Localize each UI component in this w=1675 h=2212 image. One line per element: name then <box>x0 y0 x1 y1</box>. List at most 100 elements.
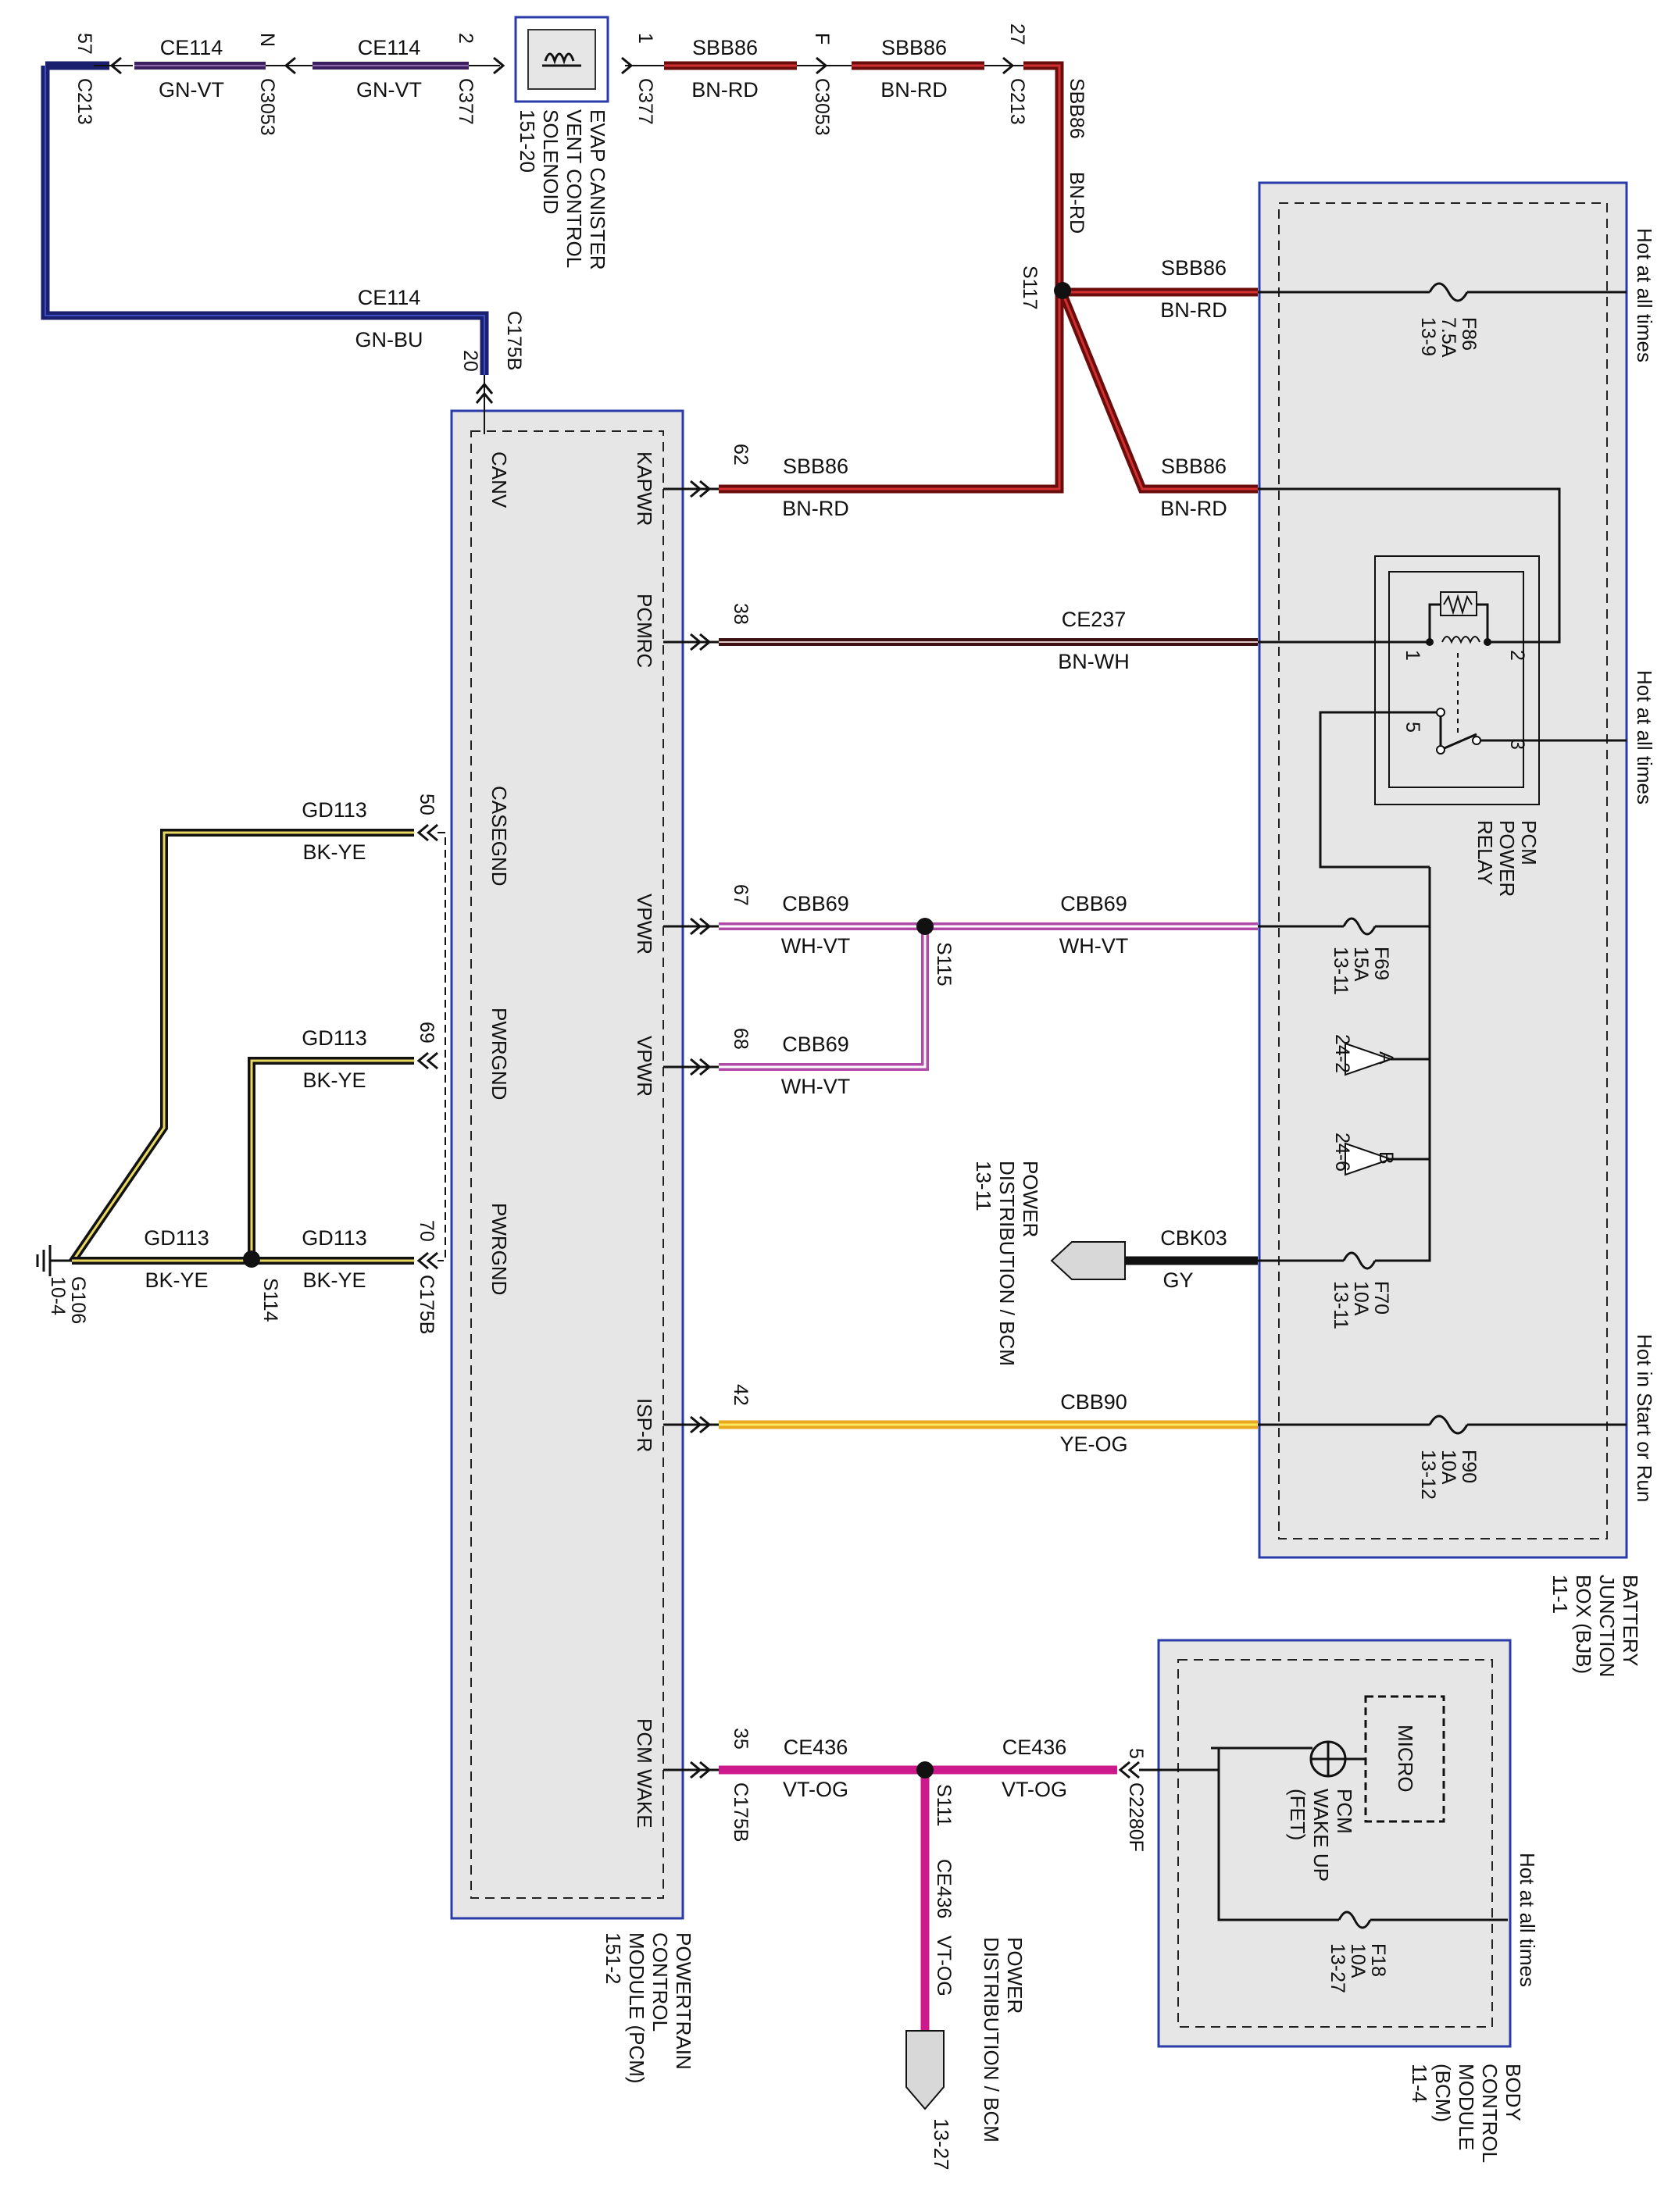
svg-text:CONTROL: CONTROL <box>648 1932 672 2032</box>
ref-triangles <box>1345 1042 1394 1176</box>
bjb-internals <box>1258 291 1627 1426</box>
pcm-pin-canv: CANV <box>488 451 511 508</box>
gn-vt-label-2: GN-VT <box>356 78 422 102</box>
bn-rd-label-1: BN-RD <box>691 78 759 102</box>
bjb-label: BATTERY JUNCTION BOX (BJB) 11-1 <box>1548 1575 1642 1677</box>
vt-og-label-1: VT-OG <box>783 1778 848 1801</box>
svg-text:11-4: 11-4 <box>1408 2064 1431 2103</box>
ground-g106: G106 <box>67 1276 89 1324</box>
bjb-box <box>1258 181 1628 1559</box>
wire-cbb69 <box>719 922 1258 1071</box>
splice-s114: S114 <box>259 1278 281 1322</box>
wh-vt-label-1: WH-VT <box>781 934 850 958</box>
gd113-label-2: GD113 <box>302 1026 367 1050</box>
bcm-internals <box>1211 1695 1508 1921</box>
bn-rd-label-4: BN-RD <box>782 497 849 520</box>
pcm-box <box>450 409 684 1920</box>
pcm-pin-vpwr-1: VPWR <box>633 894 656 954</box>
ce114-label-3: CE114 <box>358 286 421 309</box>
hot-label-relay: Hot at all times <box>1633 670 1656 805</box>
cbk03-label: CBK03 <box>1160 1226 1227 1250</box>
ce114-label-2: CE114 <box>358 36 421 59</box>
svg-text:POWER: POWER <box>1019 1161 1042 1237</box>
pcm-arrows <box>416 480 1219 1779</box>
pin-n: N <box>256 33 278 47</box>
pcm-module-label: POWERTRAIN CONTROL MODULE (PCM) 151-2 <box>602 1932 695 2084</box>
svg-text:13-11: 13-11 <box>972 1161 995 1211</box>
svg-text:DISTRIBUTION / BCM: DISTRIBUTION / BCM <box>980 1937 1003 2142</box>
conn-c213b: C213 <box>1006 78 1028 125</box>
svg-text:15A: 15A <box>1350 947 1372 982</box>
vert-vt-og: VT-OG <box>933 1936 955 1996</box>
svg-text:13-11: 13-11 <box>1330 1281 1352 1329</box>
relay-pin-1: 1 <box>1402 650 1423 661</box>
svg-text:VENT CONTROL: VENT CONTROL <box>562 109 586 268</box>
pcm-pin-vpwr-2: VPWR <box>633 1036 656 1097</box>
svg-text:10A: 10A <box>1438 1450 1459 1485</box>
svg-text:(BCM): (BCM) <box>1431 2064 1455 2122</box>
svg-text:BATTERY: BATTERY <box>1619 1575 1642 1667</box>
bcm-box <box>1157 1639 1512 2048</box>
hot-label-top: Hot at all times <box>1633 228 1656 362</box>
svg-text:DISTRIBUTION / BCM: DISTRIBUTION / BCM <box>995 1161 1019 1366</box>
pin-2: 2 <box>455 33 477 44</box>
svg-text:MODULE (PCM): MODULE (PCM) <box>625 1932 648 2084</box>
bk-ye-label-3: BK-YE <box>145 1268 208 1292</box>
pd-bcm-connector-2 <box>905 2030 945 2110</box>
pcm-pin-isp-r: ISP-R <box>633 1398 656 1452</box>
svg-text:13-27: 13-27 <box>1327 1943 1348 1993</box>
cbb90-label: CBB90 <box>1060 1390 1127 1414</box>
svg-text:151-2: 151-2 <box>602 1932 625 1985</box>
pcm-pin-kapwr: KAPWR <box>633 451 656 526</box>
pin-1: 1 <box>634 33 656 44</box>
conn-c2280f: C2280F <box>1125 1782 1147 1852</box>
bn-rd-label-5: BN-RD <box>1160 497 1227 520</box>
top-dash-marks <box>94 65 1023 434</box>
conn-c3053b: C3053 <box>811 78 833 136</box>
conn-c175b-wake: C175B <box>730 1782 752 1842</box>
ye-og-label: YE-OG <box>1059 1432 1127 1456</box>
ce114-label: CE114 <box>160 36 223 59</box>
svg-text:(FET): (FET) <box>1286 1789 1309 1840</box>
wire-ce436 <box>719 1765 1117 2031</box>
svg-text:10A: 10A <box>1350 1281 1372 1316</box>
svg-text:F70: F70 <box>1370 1281 1392 1315</box>
svg-text:11-1: 11-1 <box>1548 1575 1572 1614</box>
pin-42: 42 <box>730 1384 752 1406</box>
pd-bcm-label-1: POWER DISTRIBUTION / BCM 13-11 <box>972 1161 1042 1366</box>
ce436-label-1: CE436 <box>784 1736 848 1759</box>
ce237-label: CE237 <box>1062 608 1127 631</box>
conn-c213a: C213 <box>73 78 95 125</box>
bk-ye-label-4: BK-YE <box>302 1268 366 1292</box>
wire-sbb86-top <box>664 61 1258 494</box>
vert-bn-rd: BN-RD <box>1066 172 1088 234</box>
gd113-label-1: GD113 <box>302 798 367 822</box>
evap-solenoid-label: EVAP CANISTER VENT CONTROL SOLENOID 151-… <box>516 109 609 270</box>
fuse-symbols <box>1338 282 1469 1929</box>
bn-wh-label: BN-WH <box>1058 650 1129 673</box>
svg-text:BODY: BODY <box>1502 2064 1525 2121</box>
fuse-f69-label: F69 15A 13-11 <box>1330 947 1392 995</box>
sbb86-label-4: SBB86 <box>783 455 848 478</box>
svg-text:CONTROL: CONTROL <box>1478 2064 1502 2163</box>
svg-text:BOX (BJB): BOX (BJB) <box>1572 1575 1595 1674</box>
pcm-pin-pwrgnd-2: PWRGND <box>488 1203 511 1295</box>
pin-20: 20 <box>459 350 481 372</box>
pin-5: 5 <box>1125 1748 1147 1759</box>
pcm-relay-label: PCM POWER RELAY <box>1473 820 1541 897</box>
relay-pin-3: 3 <box>1506 739 1528 750</box>
splice-s117: S117 <box>1019 266 1041 310</box>
sbb86-label-2: SBB86 <box>881 36 947 59</box>
pcm-pin-pcm-wake: PCM WAKE <box>633 1718 656 1828</box>
ref-a: A <box>1375 1051 1397 1065</box>
pcm-pin-casegnd: CASEGND <box>488 786 511 887</box>
svg-text:7.5A: 7.5A <box>1438 317 1459 358</box>
svg-text:WAKE UP: WAKE UP <box>1309 1789 1333 1882</box>
pd-bcm-ref-2: 13-27 <box>930 2118 953 2171</box>
ground-dash <box>438 832 446 1261</box>
fuse-f90-label: F90 10A 13-12 <box>1417 1450 1480 1500</box>
pin-67: 67 <box>730 884 752 906</box>
gy-label: GY <box>1162 1268 1193 1292</box>
svg-text:PCM: PCM <box>1333 1789 1356 1834</box>
